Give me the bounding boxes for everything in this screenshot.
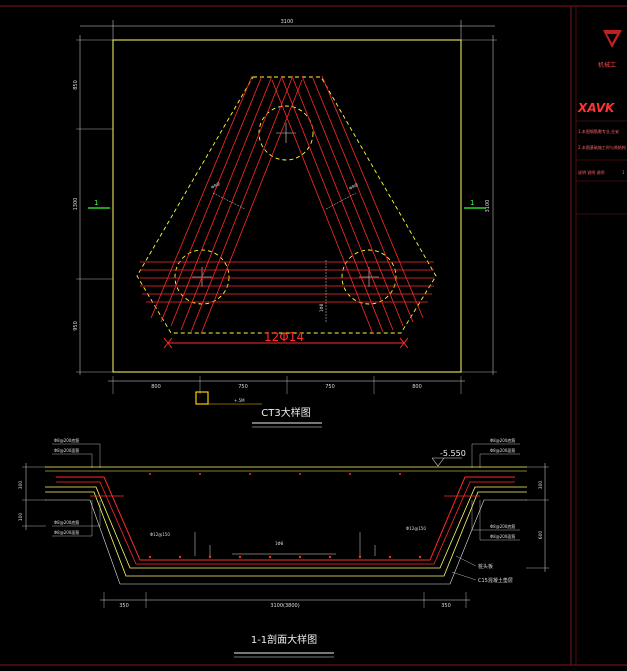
rebar-left-band [150, 75, 303, 335]
rebar-note-right: Φ8@ [348, 182, 359, 191]
section-mark-right: 1 [470, 199, 474, 207]
section-note-right-3: Φ8@200底筋 [490, 523, 515, 529]
section-dim-right-bot: 600 [538, 531, 544, 540]
section-note-left-1: Φ8@200底筋 [54, 437, 79, 443]
section-dim-right-top: 300 [538, 481, 544, 490]
label-pile-head: 桩头板 [478, 563, 493, 570]
plan-outline [112, 39, 462, 373]
section-view: -5.550 300 100 300 600 [18, 437, 549, 658]
section-note-left-2: Φ8@200面筋 [54, 447, 79, 453]
plan-dim-bottom-3: 750 [325, 384, 335, 390]
section-mark-left: 1 [94, 199, 98, 207]
section-rebar-mid: 1Φ8 [275, 541, 284, 546]
plan-dim-left-bot: 950 [73, 321, 79, 331]
title-block: 机械工 XAVK 1.本图钢筋需专业,业安 2.本图基础施工时与原结构 说明 说… [576, 30, 627, 215]
section-dim-bottom-left: 350 [119, 603, 129, 609]
section-rebar-right: Φ12@150 [406, 526, 426, 531]
rebar-horizontal-band [140, 261, 434, 303]
section-note-right-2: Φ8@200面筋 [490, 447, 515, 453]
section-dim-left-bot: 100 [18, 513, 24, 522]
plan-view: 3100 850 1300 950 3100 800 750 750 800 1… [73, 19, 497, 428]
company-logo-text: XAVK [577, 101, 616, 115]
rebar-note-left: Φ8@ [210, 181, 221, 190]
company-name: 机械工 [598, 61, 616, 69]
plan-dim-bottom-4: 800 [412, 384, 422, 390]
plan-dim-bottom-1: 800 [151, 384, 161, 390]
section-dim-bottom-right: 350 [441, 603, 451, 609]
cursor-label: +.5M [234, 398, 245, 403]
vertical-note: 1Φ8 [319, 303, 324, 312]
plan-title: CT3大样图 [261, 406, 310, 419]
bottom-bar-label: 12Φ14 [264, 330, 304, 344]
plan-dim-left-mid: 1300 [73, 198, 79, 211]
label-concrete: C15混凝土垫层 [478, 577, 513, 584]
section-note-right-4: Φ8@200面筋 [490, 533, 515, 539]
section-dim-bottom-mid: 3100(3800) [270, 603, 299, 609]
sidebar-note-1: 1.本图钢筋需专业,业安 [578, 128, 619, 134]
sidebar-note-2: 2.本图基础施工时与原结构 [578, 144, 626, 150]
plan-dim-top: 3100 [281, 19, 294, 25]
section-note-left-3: Φ8@200底筋 [54, 519, 79, 525]
pile-right [341, 249, 397, 305]
sidebar-row-label: 说明 说明 说明 [578, 169, 605, 175]
section-rebar-left: Φ12@150 [150, 532, 170, 537]
cad-cursor-box[interactable] [195, 391, 209, 405]
plan-dim-right: 3100 [485, 200, 491, 213]
section-dim-left-top: 300 [18, 481, 24, 490]
sidebar-row-end: 1 [622, 170, 625, 175]
section-level: -5.550 [440, 449, 466, 458]
section-note-left-4: Φ8@200面筋 [54, 529, 79, 535]
plan-dim-bottom-2: 750 [238, 384, 248, 390]
plan-dim-left-top: 850 [73, 80, 79, 90]
section-title: 1-1剖面大样图 [251, 633, 317, 646]
section-note-right-1: Φ8@200底筋 [490, 437, 515, 443]
cap-outline [136, 76, 437, 334]
rebar-right-band [271, 75, 424, 335]
